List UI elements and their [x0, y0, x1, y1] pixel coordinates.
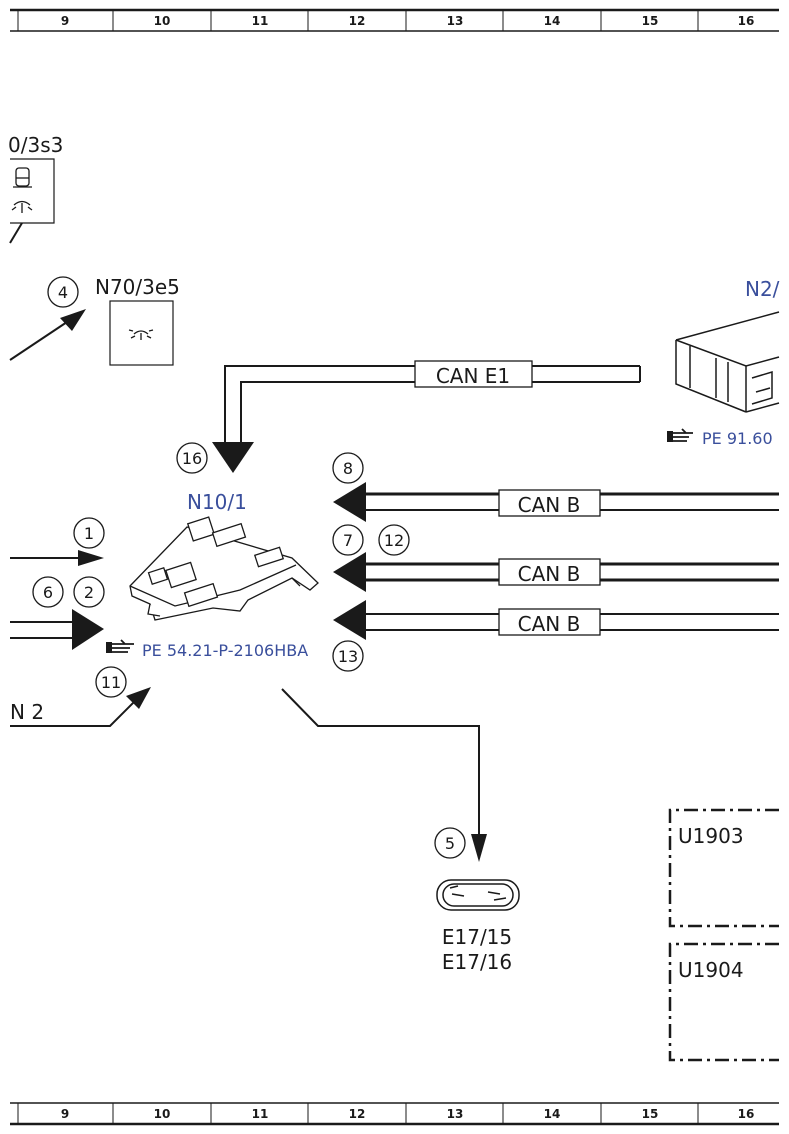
grid-col-9: 9 [61, 14, 69, 28]
callout-13: 13 [332, 640, 364, 672]
input-6-2-double-line [10, 609, 104, 650]
grid-col-13-bottom: 13 [447, 1107, 464, 1121]
can-e1-label: CAN E1 [436, 364, 510, 388]
svg-text:6: 6 [43, 583, 53, 602]
n70-3e5-label: N70/3e5 [95, 275, 180, 299]
grid-col-11-bottom: 11 [252, 1107, 269, 1121]
svg-text:7: 7 [343, 531, 353, 550]
callout-11: 11 [95, 666, 127, 698]
can-b-bus-2: CAN B [333, 552, 779, 592]
grid-col-11: 11 [252, 14, 269, 28]
input-1-arrowhead [78, 550, 104, 566]
can-e1-arrowhead [212, 442, 254, 473]
switch-lamp-icon [11, 167, 33, 213]
n2-label: N2/ [745, 277, 780, 301]
svg-text:1: 1 [84, 524, 94, 543]
svg-text:8: 8 [343, 459, 353, 478]
svg-text:2: 2 [84, 583, 94, 602]
pointing-hand-icon-n2 [667, 428, 693, 442]
grid-col-15-bottom: 15 [642, 1107, 659, 1121]
grid-col-15: 15 [642, 14, 659, 28]
component-n2: N2/ PE 91.60 [667, 277, 780, 448]
callout-12: 12 [378, 524, 410, 556]
n70-3s3-label: 0/3s3 [8, 133, 63, 157]
callout-2: 2 [73, 576, 105, 608]
e17-16-label: E17/16 [442, 950, 512, 974]
e17-15-label: E17/15 [442, 925, 512, 949]
u1904-box: U1904 [668, 942, 779, 1062]
callout-5: 5 [434, 827, 466, 859]
can-e1-box [414, 360, 533, 388]
callout-1: 1 [73, 517, 105, 549]
grid-col-12: 12 [349, 14, 366, 28]
component-n70-3s3: 0/3s3 [8, 133, 63, 244]
callout-7: 7 [332, 524, 364, 556]
grid-col-13: 13 [447, 14, 464, 28]
grid-col-10-bottom: 10 [154, 1107, 171, 1121]
grid-col-12-bottom: 12 [349, 1107, 366, 1121]
grid-col-16: 16 [738, 14, 755, 28]
u1904-label: U1904 [678, 958, 744, 982]
pointing-hand-icon-n10-1 [106, 639, 134, 653]
u1903-box: U1903 [668, 808, 779, 928]
can-b-label-1: CAN B [518, 493, 581, 517]
can-b-bus-3: CAN B [333, 600, 779, 640]
lamp-icon [128, 329, 154, 340]
bottom-grid-bar: 9 10 11 12 13 14 15 16 [10, 1102, 779, 1126]
n2-reference: PE 91.60 [702, 429, 773, 448]
callout-4: 4 [47, 276, 79, 308]
e17-lamp-component [436, 879, 520, 911]
n10-1-label: N10/1 [187, 490, 247, 514]
u1903-label: U1903 [678, 824, 744, 848]
svg-text:16: 16 [182, 449, 202, 468]
n10-1-control-unit [129, 516, 319, 621]
top-grid-bar: 9 10 11 12 13 14 15 16 [10, 8, 779, 32]
callout-8: 8 [332, 452, 364, 484]
grid-col-14-bottom: 14 [544, 1107, 561, 1121]
svg-text:13: 13 [338, 647, 358, 666]
can-b-label-2: CAN B [518, 562, 581, 586]
component-n70-3e5: N70/3e5 [95, 275, 180, 366]
svg-text:11: 11 [101, 673, 121, 692]
grid-col-10: 10 [154, 14, 171, 28]
svg-text:12: 12 [384, 531, 404, 550]
callout-6: 6 [32, 576, 64, 608]
svg-text:5: 5 [445, 834, 455, 853]
grid-col-14: 14 [544, 14, 561, 28]
can-b-label-3: CAN B [518, 612, 581, 636]
n10-1-reference: PE 54.21-P-2106HBA [142, 641, 308, 660]
grid-col-9-bottom: 9 [61, 1107, 69, 1121]
svg-text:4: 4 [58, 283, 68, 302]
grid-col-16-bottom: 16 [738, 1107, 755, 1121]
callout-16: 16 [176, 442, 208, 474]
n2-connection-label: N 2 [10, 700, 44, 724]
can-b-bus-1: CAN B [333, 482, 779, 522]
